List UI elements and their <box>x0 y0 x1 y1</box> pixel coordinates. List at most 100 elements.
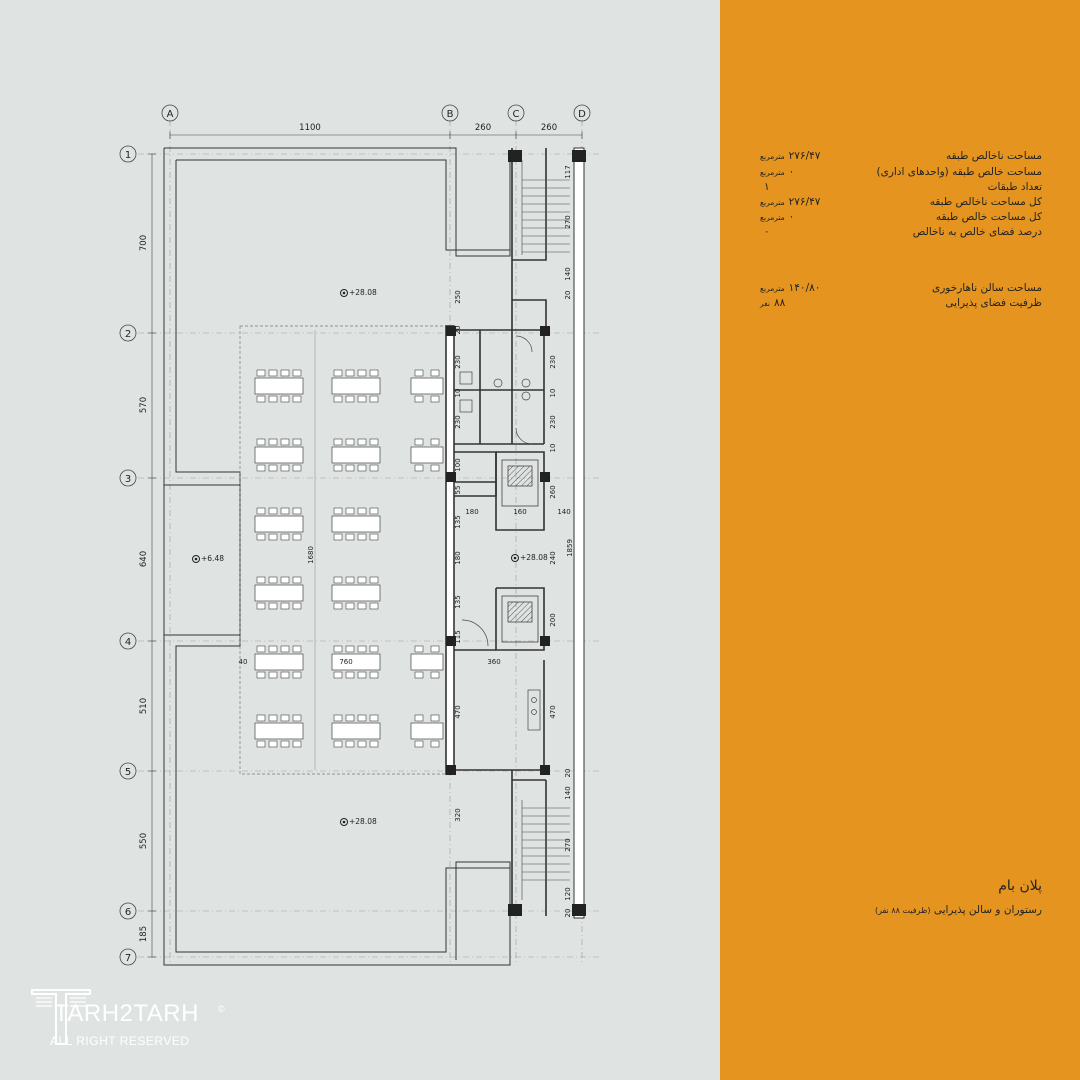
svg-text:230: 230 <box>549 415 557 428</box>
svg-text:135: 135 <box>454 515 462 528</box>
dim-col-bc: 260 <box>475 123 491 133</box>
chair <box>369 645 379 653</box>
chair <box>333 645 343 653</box>
chair <box>333 507 343 515</box>
chair <box>345 645 355 653</box>
svg-text:180: 180 <box>465 508 478 516</box>
chair <box>345 576 355 584</box>
stat-label: مساحت ناخالص طبقه <box>945 150 1042 162</box>
svg-text:1680: 1680 <box>307 546 315 564</box>
svg-text:1859: 1859 <box>566 539 574 557</box>
table-set <box>331 507 381 541</box>
svg-text:10: 10 <box>549 444 557 453</box>
chair <box>430 645 440 653</box>
chair <box>369 740 379 748</box>
row-labels: 1 2 3 4 5 6 7 <box>119 145 137 966</box>
chair <box>333 576 343 584</box>
chair <box>292 533 302 541</box>
chair <box>414 671 424 679</box>
chair <box>345 602 355 610</box>
table-set <box>254 645 304 679</box>
chair <box>369 464 379 472</box>
chair <box>268 464 278 472</box>
chair <box>357 714 367 722</box>
stat-label: مساحت خالص طبقه (واحدهای اداری) <box>876 166 1043 178</box>
chair <box>256 438 266 446</box>
copyright-icon: © <box>218 1004 225 1014</box>
svg-text:55: 55 <box>454 486 462 495</box>
chair <box>357 602 367 610</box>
chair <box>414 645 424 653</box>
chair <box>345 438 355 446</box>
chair <box>268 645 278 653</box>
table-set <box>254 576 304 610</box>
svg-text:320: 320 <box>454 808 462 821</box>
chair <box>430 464 440 472</box>
svg-text:160: 160 <box>513 508 526 516</box>
row-label-7: 7 <box>125 953 131 964</box>
row-label-4: 4 <box>125 637 131 648</box>
chair <box>256 714 266 722</box>
stat-row: کل مساحت ناخالص طبقه ۲۷۶/۴۷مترمربع <box>760 196 1042 212</box>
logo-tagline: ALL RIGHT RESERVED <box>50 1034 190 1048</box>
info-panel <box>720 0 1080 1080</box>
stat-label: مساحت سالن ناهارخوری <box>932 282 1042 294</box>
dim-row-45: 510 <box>139 698 149 714</box>
stat-label: کل مساحت خالص طبقه <box>935 211 1042 223</box>
stat-value: ۲۷۶/۴۷مترمربع <box>760 150 821 162</box>
chair <box>256 602 266 610</box>
chair <box>369 602 379 610</box>
chair <box>268 395 278 403</box>
chair <box>357 576 367 584</box>
table-set <box>410 645 444 679</box>
svg-text:20: 20 <box>454 326 462 335</box>
chair <box>357 464 367 472</box>
chair <box>280 602 290 610</box>
chair <box>414 369 424 377</box>
chair <box>369 714 379 722</box>
chair <box>292 602 302 610</box>
chair <box>268 576 278 584</box>
svg-text:250: 250 <box>454 290 462 303</box>
chair <box>280 576 290 584</box>
chair <box>256 395 266 403</box>
chair <box>280 369 290 377</box>
chair <box>414 714 424 722</box>
column-labels: A B C D <box>161 104 591 122</box>
svg-text:140: 140 <box>564 267 572 280</box>
chair <box>268 714 278 722</box>
row-label-2: 2 <box>125 329 131 340</box>
internal-dimensions: 117 270 140 20 250 20 230 10 230 230 10 … <box>239 165 574 917</box>
service-core <box>445 148 547 916</box>
chair <box>256 645 266 653</box>
grid-lines <box>138 120 600 965</box>
chair <box>345 740 355 748</box>
plan-subtitle-note: (ظرفیت ۸۸ نفر) <box>874 906 931 915</box>
stat-value: ۸۸نفر <box>760 297 786 309</box>
chair <box>345 507 355 515</box>
chair <box>430 671 440 679</box>
column-label-b: B <box>447 109 454 120</box>
dim-row-67: 185 <box>139 926 149 942</box>
chair <box>268 438 278 446</box>
stat-label: کل مساحت ناخالص طبقه <box>929 196 1042 208</box>
chair <box>357 740 367 748</box>
chair <box>280 533 290 541</box>
chair <box>333 714 343 722</box>
row-label-5: 5 <box>125 767 131 778</box>
plan-title: پلان بام <box>998 878 1042 894</box>
chair <box>292 671 302 679</box>
chair <box>280 671 290 679</box>
chair <box>292 645 302 653</box>
chair <box>280 438 290 446</box>
column-label-c: C <box>513 109 520 120</box>
chair <box>256 740 266 748</box>
table-set <box>254 507 304 541</box>
wc-fixtures <box>459 335 533 445</box>
chair <box>430 714 440 722</box>
chair <box>268 507 278 515</box>
svg-text:200: 200 <box>549 613 557 626</box>
chair <box>256 533 266 541</box>
chair <box>280 464 290 472</box>
chair <box>357 507 367 515</box>
